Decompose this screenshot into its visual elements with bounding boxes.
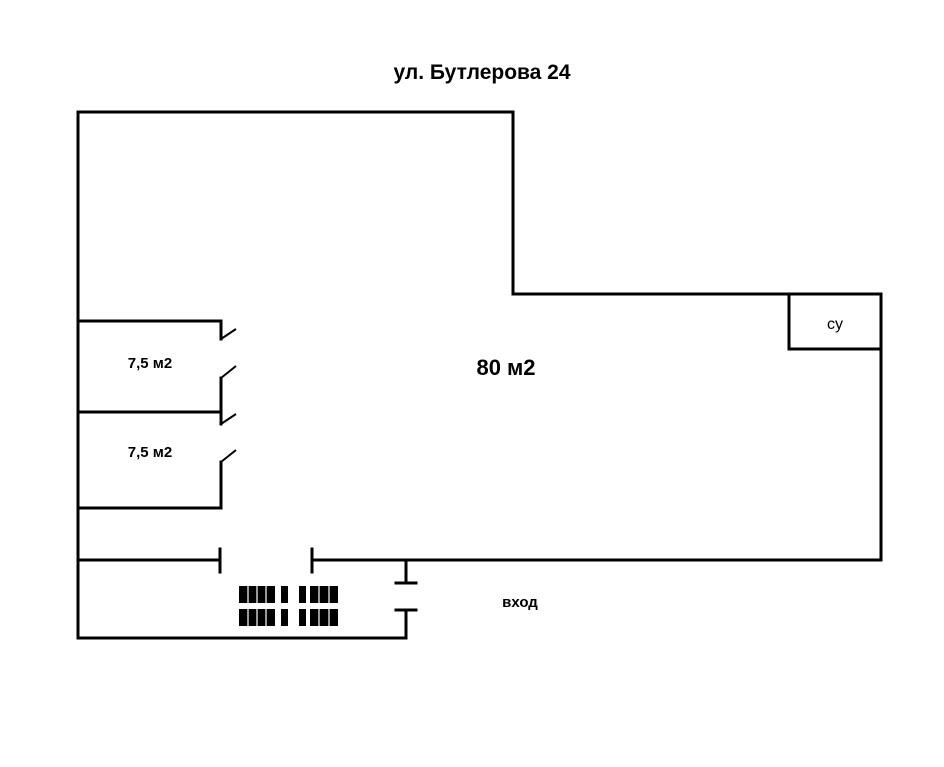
room-2-label: 7,5 м2 [128,444,172,461]
room-1-label: 7,5 м2 [128,355,172,372]
plan-title: ул. Бутлерова 24 [393,61,570,84]
entrance-door [394,558,418,640]
door-swings [220,328,237,463]
stairs-icon [239,586,338,626]
bathroom-label: су [827,316,843,333]
main-area-label: 80 м2 [476,355,535,380]
room-2 [76,410,223,510]
outer-walls [76,110,883,640]
room-1 [76,319,223,414]
entrance-label: вход [502,594,538,611]
bathroom [787,292,883,351]
